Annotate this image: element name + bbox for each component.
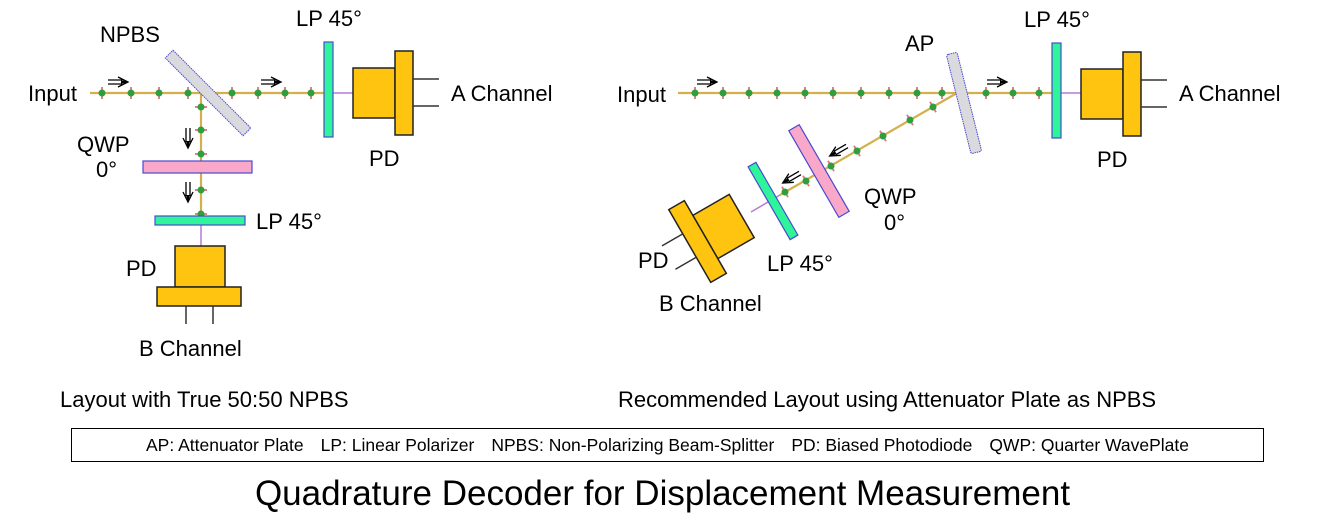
right-reflected-beam — [779, 92, 958, 196]
left-npbs-plate — [164, 49, 252, 137]
legend-item: AP: Attenuator Plate — [146, 434, 304, 455]
left-horizontal-polarization-markers — [98, 87, 315, 99]
right-diagonal-polarization-markers — [781, 101, 937, 198]
right-pd-b — [661, 193, 756, 284]
page-title: Quadrature Decoder for Displacement Meas… — [254, 474, 1071, 513]
polarization-marker — [781, 186, 789, 198]
legend-item: PD: Biased Photodiode — [791, 434, 973, 455]
polarization-marker — [773, 87, 781, 99]
right-layout-caption: Recommended Layout using Attenuator Plat… — [618, 387, 1157, 412]
polarization-marker — [938, 87, 946, 99]
polarization-marker — [982, 87, 990, 99]
polarization-marker — [913, 87, 921, 99]
polarization-marker — [228, 87, 236, 99]
legend-item: NPBS: Non-Polarizing Beam-Splitter — [491, 434, 775, 455]
left-channel-b-label: B Channel — [139, 336, 242, 361]
left-pd-b-label: PD — [126, 256, 157, 281]
left-pd-b — [156, 245, 242, 324]
polarization-marker — [195, 103, 207, 111]
right-channel-b-label: B Channel — [659, 291, 762, 316]
right-qwp-label: QWP — [864, 184, 917, 209]
left-vertical-polarization-markers — [195, 103, 207, 218]
polarization-marker — [691, 87, 699, 99]
arrow-down-left-icon — [828, 143, 849, 157]
left-channel-a-label: A Channel — [451, 81, 553, 106]
polarization-marker — [195, 186, 207, 194]
right-pd-a — [1080, 51, 1167, 137]
legend-box: AP: Attenuator Plate LP: Linear Polarize… — [71, 428, 1264, 462]
legend-item: LP: Linear Polarizer — [320, 434, 475, 455]
right-input-label: Input — [617, 82, 666, 107]
polarization-marker — [853, 145, 861, 157]
right-horizontal-polarization-markers — [691, 87, 1043, 99]
polarization-marker — [829, 87, 837, 99]
polarization-marker — [906, 114, 914, 126]
arrow-right-icon — [697, 76, 719, 88]
left-lp-a-label: LP 45° — [296, 6, 362, 31]
left-layout-caption: Layout with True 50:50 NPBS — [60, 387, 349, 412]
left-lp-a-plate — [323, 41, 334, 138]
arrow-right-icon — [261, 76, 283, 88]
left-pd-a-label: PD — [369, 146, 400, 171]
polarization-marker — [827, 160, 835, 172]
polarization-marker — [885, 87, 893, 99]
left-lp-b-plate — [154, 215, 246, 226]
polarization-marker — [254, 87, 262, 99]
left-npbs-label: NPBS — [100, 22, 160, 47]
polarization-marker — [802, 175, 810, 187]
right-lp-a-plate — [1051, 42, 1062, 139]
polarization-marker — [1009, 87, 1017, 99]
legend-item: QWP: Quarter WavePlate — [989, 434, 1189, 455]
polarization-marker — [307, 87, 315, 99]
left-qwp-angle-label: 0° — [96, 157, 117, 182]
polarization-marker — [195, 126, 207, 134]
polarization-marker — [127, 87, 135, 99]
arrow-right-icon — [108, 76, 130, 88]
right-layout: Input AP LP 45° A Channel PD QWP 0° LP 4… — [617, 7, 1281, 316]
polarization-marker — [1035, 87, 1043, 99]
polarization-marker — [155, 87, 163, 99]
left-input-label: Input — [28, 81, 77, 106]
right-qwp-angle-label: 0° — [884, 210, 905, 235]
arrow-down-icon — [182, 128, 194, 150]
right-attenuator-plate — [946, 52, 982, 154]
right-lp-a-label: LP 45° — [1024, 7, 1090, 32]
arrow-down-left-icon — [781, 170, 802, 184]
left-qwp-label: QWP — [77, 132, 130, 157]
polarization-marker — [98, 87, 106, 99]
right-lp-b-label: LP 45° — [767, 251, 833, 276]
right-pd-a-label: PD — [1097, 147, 1128, 172]
polarization-marker — [929, 101, 937, 113]
polarization-marker — [281, 87, 289, 99]
polarization-marker — [801, 87, 809, 99]
polarization-marker — [745, 87, 753, 99]
right-qwp-plate — [787, 123, 851, 219]
right-pd-b-label: PD — [638, 248, 669, 273]
left-lp-b-label: LP 45° — [256, 209, 322, 234]
left-layout: Input NPBS LP 45° A Channel PD QWP 0° LP… — [28, 6, 553, 361]
polarization-marker — [719, 87, 727, 99]
right-ap-label: AP — [905, 31, 934, 56]
left-qwp-plate — [142, 160, 253, 174]
left-pd-a — [352, 50, 439, 136]
arrow-down-icon — [182, 182, 194, 204]
arrow-right-icon — [987, 76, 1009, 88]
polarization-marker — [195, 150, 207, 158]
polarization-marker — [879, 130, 887, 142]
right-lp-b-plate — [747, 161, 799, 241]
polarization-marker — [184, 87, 192, 99]
right-channel-a-label: A Channel — [1179, 81, 1281, 106]
polarization-marker — [857, 87, 865, 99]
